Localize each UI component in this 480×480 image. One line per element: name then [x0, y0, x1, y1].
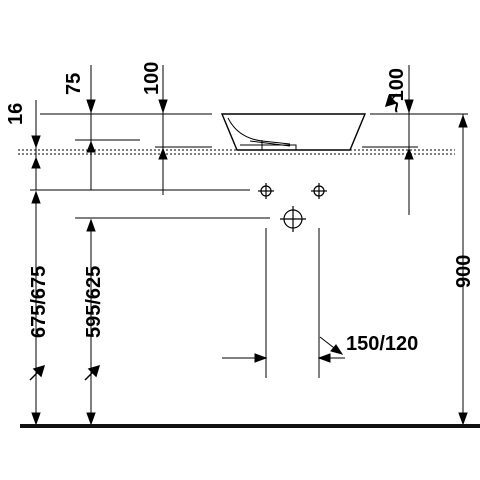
dimension-lines [31, 65, 468, 426]
label-150-120: 150/120 [346, 333, 418, 355]
label-approx-100: ~100 [386, 68, 408, 113]
basin-drain [240, 140, 297, 150]
label-75: 75 [63, 73, 85, 95]
leader-150-arrowhead [330, 344, 344, 355]
arrow-675-bottom [31, 412, 41, 426]
arrow-16-top [31, 135, 41, 149]
leader-arrows [29, 93, 398, 381]
reference-lines [30, 113, 468, 219]
label-900: 900 [453, 255, 475, 288]
arrow-100-bottom [158, 147, 168, 160]
arrow-900-top [458, 114, 468, 128]
arrow-150-left [254, 353, 268, 363]
connections [258, 183, 327, 232]
arrow-595-top [86, 218, 96, 232]
arrow-900-bottom [458, 412, 468, 426]
arrow-150-right [317, 353, 331, 363]
leader-approx-100-arrowhead [384, 94, 398, 108]
arrow-16-bottom [31, 156, 41, 169]
label-16: 16 [5, 103, 27, 125]
label-595-625: 595/625 [83, 266, 105, 338]
arrow-100-top [158, 99, 168, 114]
label-675-675: 675/675 [28, 266, 50, 338]
basin-inner-wall [227, 117, 291, 147]
floor-line [20, 424, 480, 428]
dimension-150-120 [222, 228, 345, 378]
leader-675-arrowhead [32, 364, 46, 378]
arrow-approx-100-top [404, 99, 414, 114]
leader-595-arrowhead [87, 364, 101, 378]
arrow-approx-100-bottom [404, 147, 414, 160]
arrow-75-top [86, 99, 96, 114]
arrow-675-top [31, 190, 41, 204]
arrow-75-bottom [86, 140, 96, 153]
arrow-595-bottom [86, 412, 96, 426]
basin [220, 113, 367, 151]
label-100: 100 [141, 62, 163, 95]
